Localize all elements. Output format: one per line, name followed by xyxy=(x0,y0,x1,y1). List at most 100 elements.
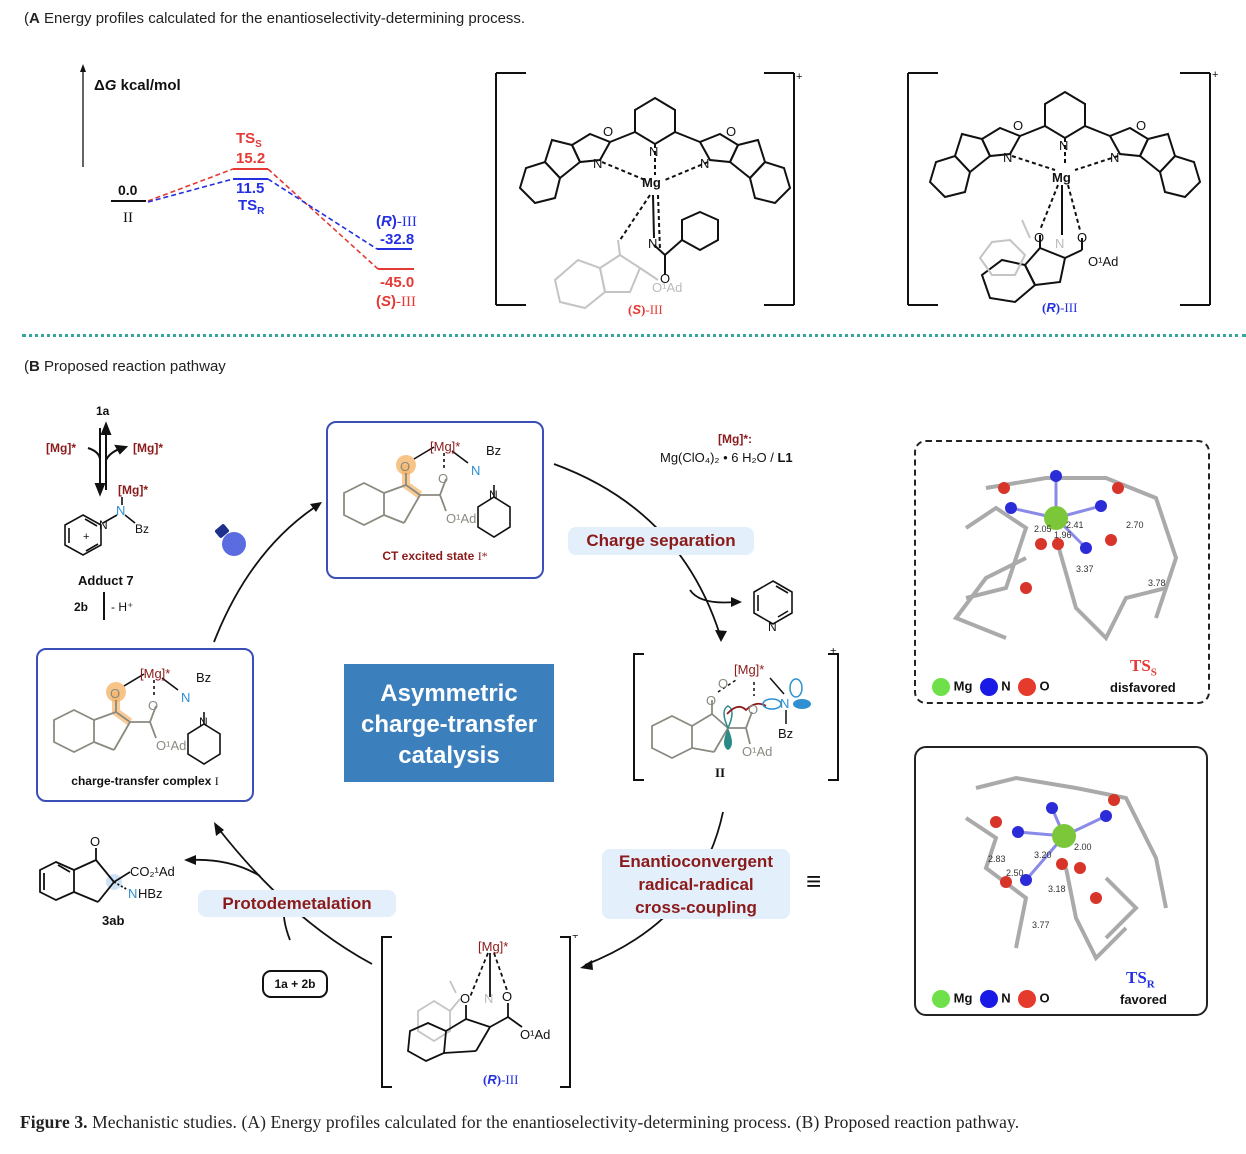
complex-R-III-structure: Mg N N N N O O O O O¹Ad + xyxy=(907,70,1218,306)
svg-text:Bz: Bz xyxy=(778,726,793,741)
svg-text:N: N xyxy=(768,620,777,634)
svg-text:2.00: 2.00 xyxy=(1074,842,1092,852)
step-cross-coupling: Enantioconvergent radical-radical cross-… xyxy=(602,849,790,919)
svg-text:N: N xyxy=(700,156,709,171)
legend-n-dot xyxy=(979,990,998,1008)
path-R-fall xyxy=(267,178,378,250)
benzene-left xyxy=(518,160,562,205)
arrow-to-product xyxy=(189,858,261,877)
svg-text:3.20: 3.20 xyxy=(1034,850,1052,860)
arrow-to-excited-state xyxy=(213,504,319,643)
svg-text:3.37: 3.37 xyxy=(1076,564,1094,574)
complex-S-III-label: (S)-III xyxy=(628,302,663,317)
energy-profile-diagram xyxy=(80,64,414,270)
ct-excited-state-I-star[interactable]: O O [Mg]* N Bz N O¹Ad CT excited state I… xyxy=(326,421,544,579)
product-3ab-structure: O CO₂¹Ad N HBz xyxy=(39,834,175,903)
svg-text:N: N xyxy=(99,518,108,532)
pyridine-byproduct: N xyxy=(753,580,793,634)
level-label-TS-S: TSS xyxy=(236,130,262,150)
charge-transfer-complex-I[interactable]: O O [Mg]* N Bz N O¹Ad charge-transfer co… xyxy=(36,648,254,802)
svg-text:CO₂¹Ad: CO₂¹Ad xyxy=(130,864,175,879)
level-value-R-III: -32.8 xyxy=(380,231,415,248)
svg-text:O: O xyxy=(460,991,470,1006)
benzoyl-fragment-gray xyxy=(978,219,1031,276)
product-3ab-label: 3ab xyxy=(102,913,125,928)
svg-text:N: N xyxy=(1003,150,1012,165)
svg-text:N: N xyxy=(1110,150,1119,165)
svg-text:O: O xyxy=(1077,230,1087,245)
legend-mg-dot xyxy=(932,678,950,696)
asymmetric-catalysis-title-box: Asymmetric charge-transfer catalysis xyxy=(344,664,554,782)
figure-caption: Figure 3. Mechanistic studies. (A) Energ… xyxy=(20,1112,1020,1132)
benzene-left xyxy=(928,154,972,199)
svg-text:O: O xyxy=(1136,118,1146,133)
indanone-fragment-gray xyxy=(553,239,659,310)
complex-R-III-label: (R)-III xyxy=(1042,300,1078,315)
adduct-7-label: Adduct 7 xyxy=(78,573,134,588)
svg-text:2.50: 2.50 xyxy=(1006,868,1024,878)
mg-atom xyxy=(1052,824,1076,848)
figure-number: Figure 3. xyxy=(20,1112,88,1132)
svg-text:O¹Ad: O¹Ad xyxy=(520,1027,550,1042)
svg-text:N: N xyxy=(649,144,658,159)
equilibrium-arrows xyxy=(87,421,129,620)
section-divider xyxy=(22,334,1246,337)
benzoyl-fragment-gray xyxy=(417,980,461,1043)
mg-star-right: [Mg]* xyxy=(133,441,163,455)
level-label-TS-R: TSR xyxy=(238,197,265,217)
complex-I-label: charge-transfer complex I xyxy=(71,774,219,788)
legend-n-dot xyxy=(979,678,998,696)
svg-text:O: O xyxy=(748,702,758,717)
svg-text:[Mg]*: [Mg]* xyxy=(430,439,460,454)
reagent-2b-label: 2b xyxy=(74,600,89,614)
svg-text:2.05: 2.05 xyxy=(1034,524,1052,534)
mg-atom-label: Mg xyxy=(1052,170,1071,185)
svg-text:N: N xyxy=(1055,236,1064,251)
svg-text:2.83: 2.83 xyxy=(988,854,1006,864)
svg-text:[Mg]*: [Mg]* xyxy=(734,662,764,677)
svg-text:+: + xyxy=(830,648,836,657)
svg-text:O: O xyxy=(1034,230,1044,245)
reagent-input-pill: 1a + 2b xyxy=(262,970,328,998)
svg-text:2.41: 2.41 xyxy=(1066,520,1084,530)
excited-state-label: CT excited state I* xyxy=(382,549,488,563)
svg-text:+: + xyxy=(572,935,578,942)
indanone-ring xyxy=(1023,246,1067,287)
ts-S-3d-model-panel: 2.70 2.41 2.05 1.96 3.37 3.78 Mg N O TSS… xyxy=(914,440,1210,704)
path-S-fall xyxy=(267,168,379,270)
legend-o-dot xyxy=(1017,678,1036,696)
radical-p-orbital xyxy=(723,705,733,729)
svg-text:N: N xyxy=(116,503,125,518)
svg-text:O: O xyxy=(1013,118,1023,133)
svg-text:O¹Ad: O¹Ad xyxy=(742,744,772,759)
svg-text:N: N xyxy=(471,463,480,478)
svg-text:3.78: 3.78 xyxy=(1148,578,1166,588)
intermediate-II-structure: O O O [Mg]* N Bz O¹Ad + xyxy=(633,648,839,781)
benzoyl-ring xyxy=(681,210,719,252)
ts-R-ball-stick-model: 2.00 3.20 2.83 2.50 3.18 3.77 xyxy=(964,775,1168,962)
left-bracket xyxy=(495,72,526,306)
path-S-rise xyxy=(147,168,234,202)
svg-text:O: O xyxy=(726,124,736,139)
svg-text:1.96: 1.96 xyxy=(1054,530,1072,540)
mg-atom-label: Mg xyxy=(642,175,661,190)
light-bulb-icon xyxy=(215,524,246,556)
svg-text:N: N xyxy=(489,488,498,502)
svg-text:N: N xyxy=(1059,138,1068,153)
ts-S-status: disfavored xyxy=(1110,680,1176,695)
element-legend: Mg N O xyxy=(932,678,1050,696)
mg-atom xyxy=(1044,506,1068,530)
svg-text:O: O xyxy=(110,686,120,701)
svg-text:O: O xyxy=(438,471,448,486)
svg-text:N: N xyxy=(484,991,493,1006)
svg-text:N: N xyxy=(593,156,602,171)
svg-text:[Mg]*: [Mg]* xyxy=(140,666,170,681)
mg-star-left: [Mg]* xyxy=(46,441,76,455)
level-label-II: II xyxy=(123,210,133,226)
svg-text:O¹Ad: O¹Ad xyxy=(156,738,186,753)
svg-text:Bz: Bz xyxy=(135,522,149,536)
charge-plus: + xyxy=(796,71,802,83)
svg-text:O: O xyxy=(148,698,158,713)
svg-text:O: O xyxy=(502,989,512,1004)
ts-R-title: TSR xyxy=(1126,968,1155,991)
